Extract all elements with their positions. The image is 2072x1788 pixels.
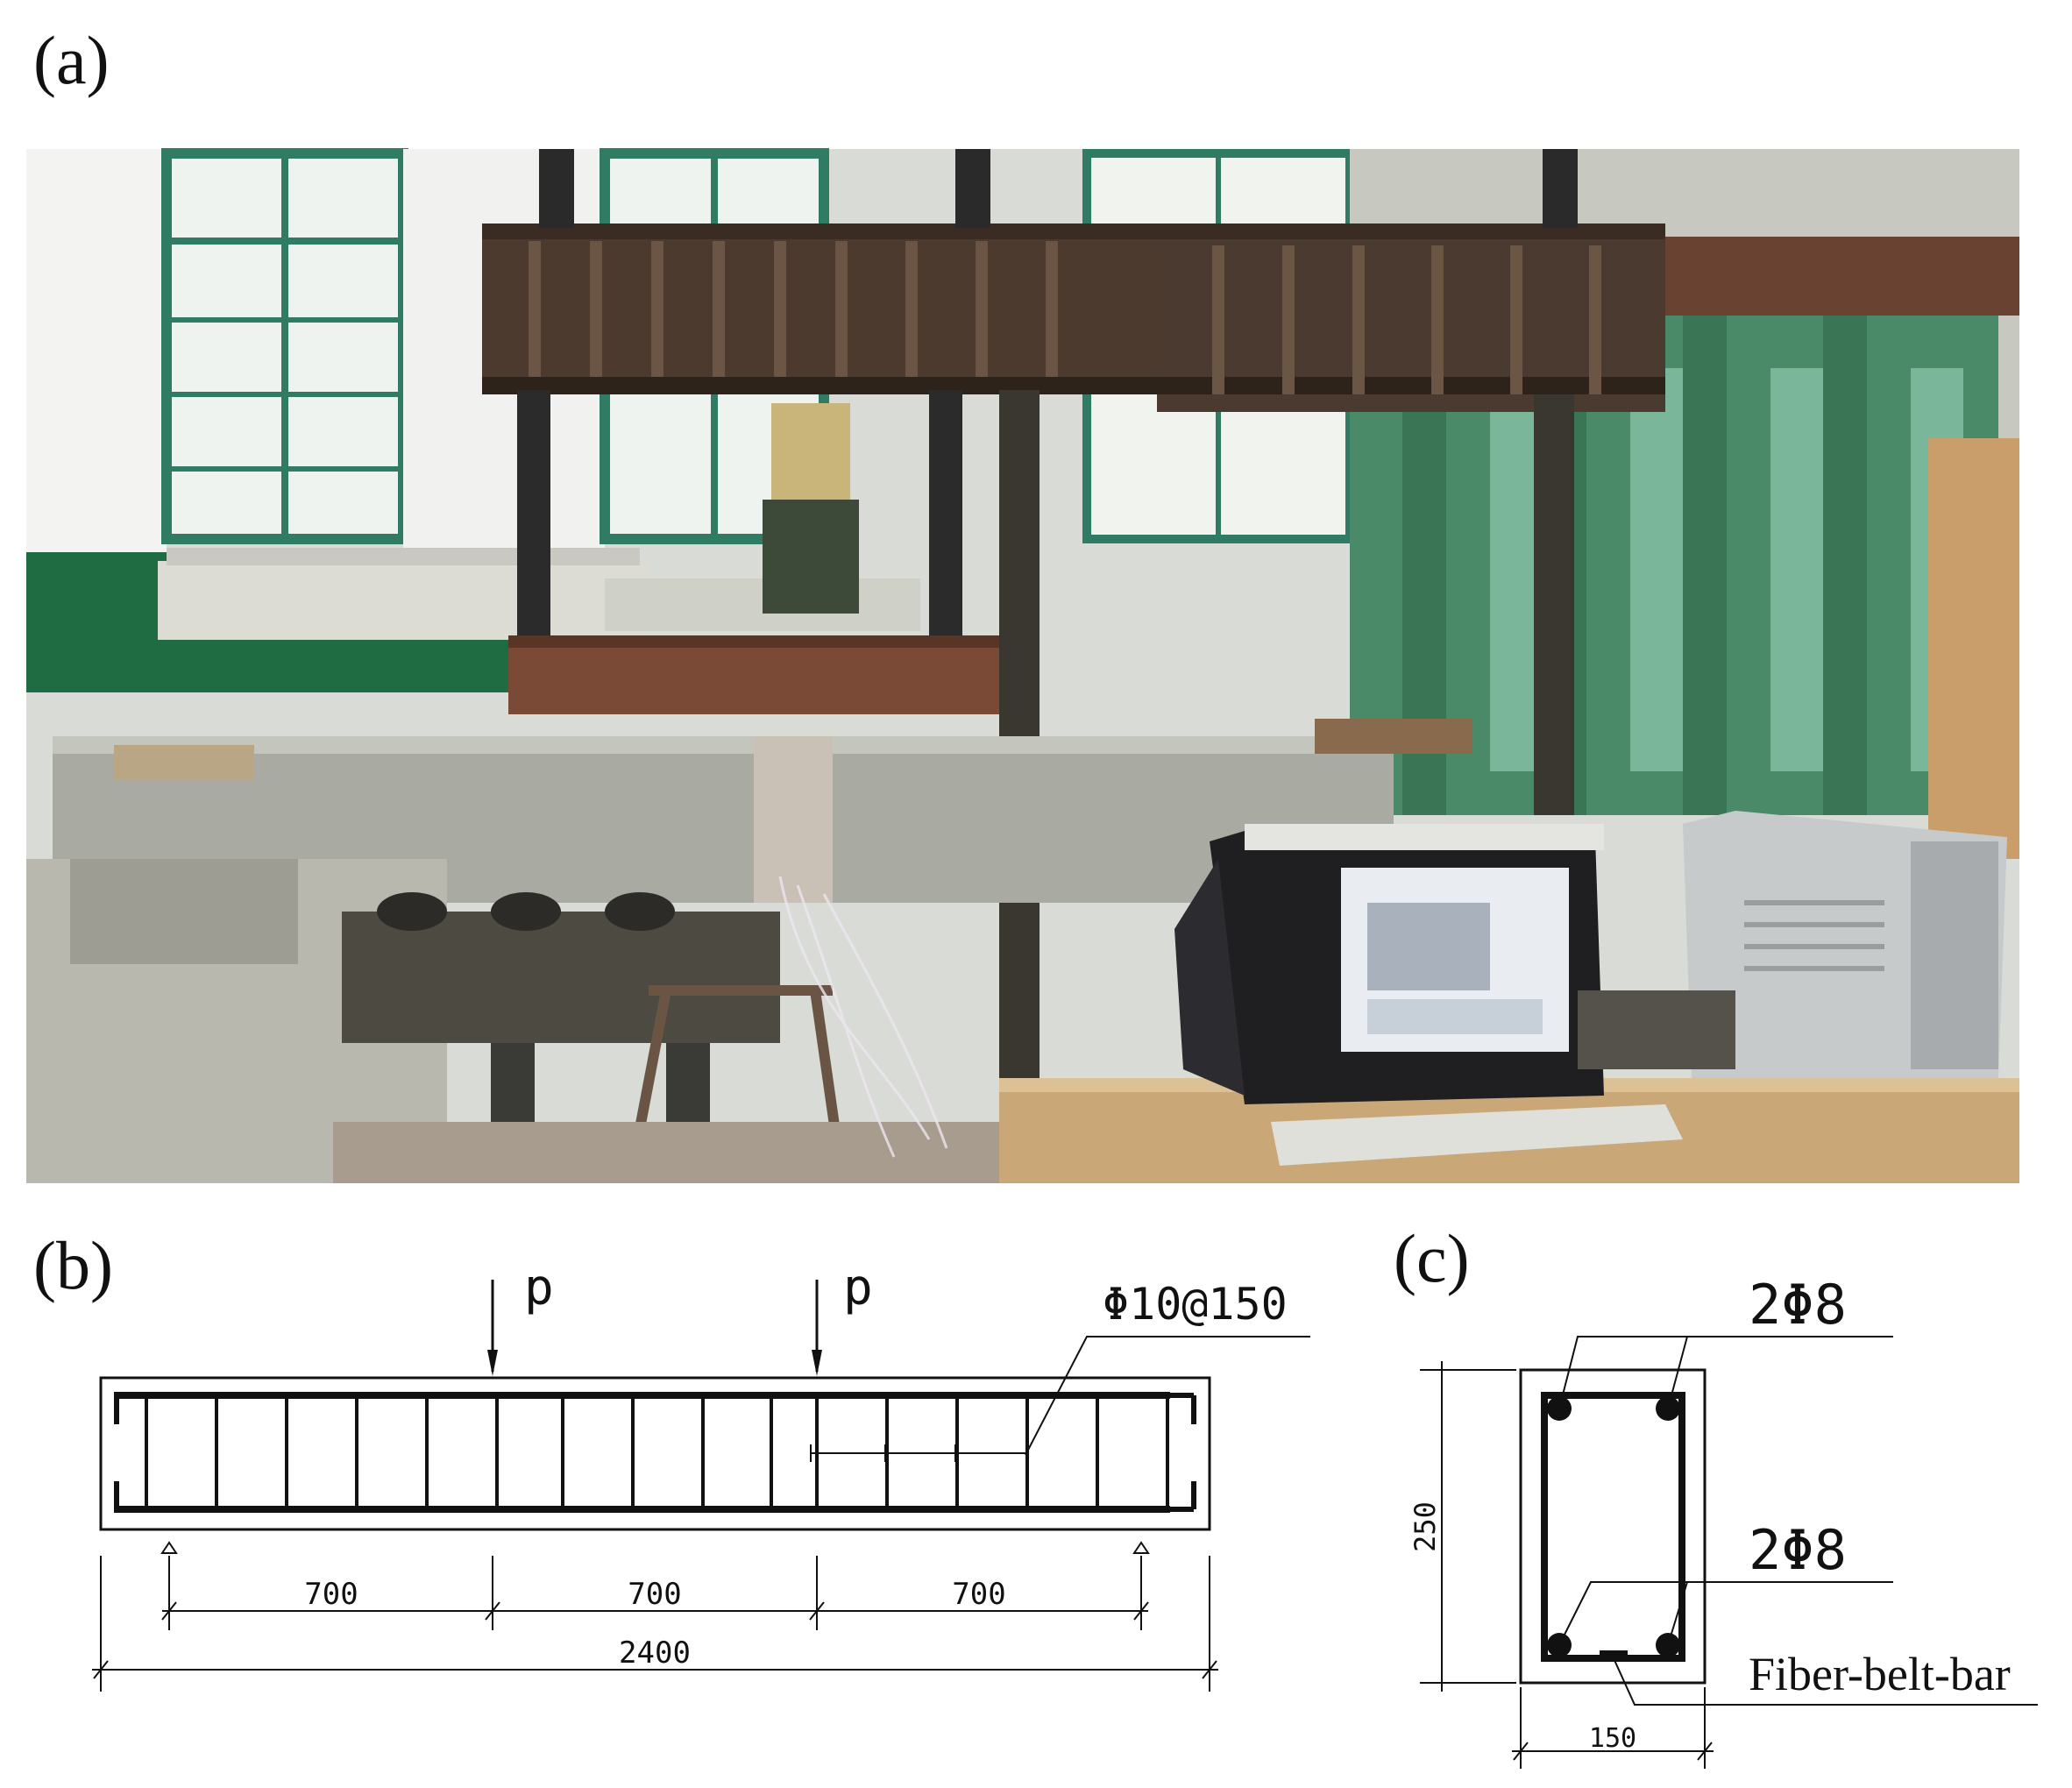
overall-length-label: 2400 [619,1635,691,1671]
dimension-label-1: 700 [304,1577,358,1612]
beam-specimen-icon [53,719,1472,903]
wall-pillar [26,149,167,552]
loading-frame-icon [482,149,1665,1161]
load-arrow-2 [812,1280,822,1376]
dimension-label-2: 700 [628,1577,681,1612]
support-left [160,1541,178,1554]
stacked-boards [158,561,649,640]
fiber-label: Fiber-belt-bar [1749,1648,2011,1700]
panel-b-label: (b) [33,1227,113,1303]
stirrups [145,1395,1169,1509]
cross-section: 2Φ8 2Φ8 Fiber-belt-bar 250 150 [1409,1273,2038,1769]
load-label-2: p [843,1259,873,1316]
dimension-lines [92,1556,1218,1692]
section-stirrup [1541,1392,1685,1662]
section-height-dimension [1420,1361,1516,1692]
window-left [161,148,408,544]
monitor-icon [1174,824,1604,1104]
beam-outline [99,1376,1211,1531]
panel-c-label: (c) [1394,1220,1470,1296]
load-arrow-1 [487,1280,498,1376]
beam-elevation: Φ10@150 p p [92,1259,1310,1692]
floor [333,1122,999,1183]
data-logger [1578,990,1735,1069]
top-bar-label: 2Φ8 [1749,1273,1847,1337]
section-outline [1519,1368,1707,1685]
test-setup-photo [26,148,2019,1183]
bottom-bar-label: 2Φ8 [1749,1518,1847,1582]
upper-frame-beam [1665,237,2019,316]
panel-a-label: (a) [33,22,110,98]
section-width-label: 150 [1589,1723,1636,1754]
section-leaders [1558,1336,2038,1706]
load-label-1: p [524,1259,554,1316]
fiber-belt-bar [1600,1650,1628,1658]
wooden-panel [1928,438,2019,859]
stirrup-label: Φ10@150 [1103,1279,1288,1330]
section-width-dimension [1512,1687,1714,1769]
keyboard [1271,1104,1683,1166]
computer-case-icon [1683,811,2007,1078]
dimension-label-3: 700 [952,1577,1005,1612]
support-right [1132,1541,1150,1554]
wires [778,876,948,1158]
stirrup-leader [1025,1336,1310,1456]
section-height-label: 250 [1409,1501,1442,1552]
